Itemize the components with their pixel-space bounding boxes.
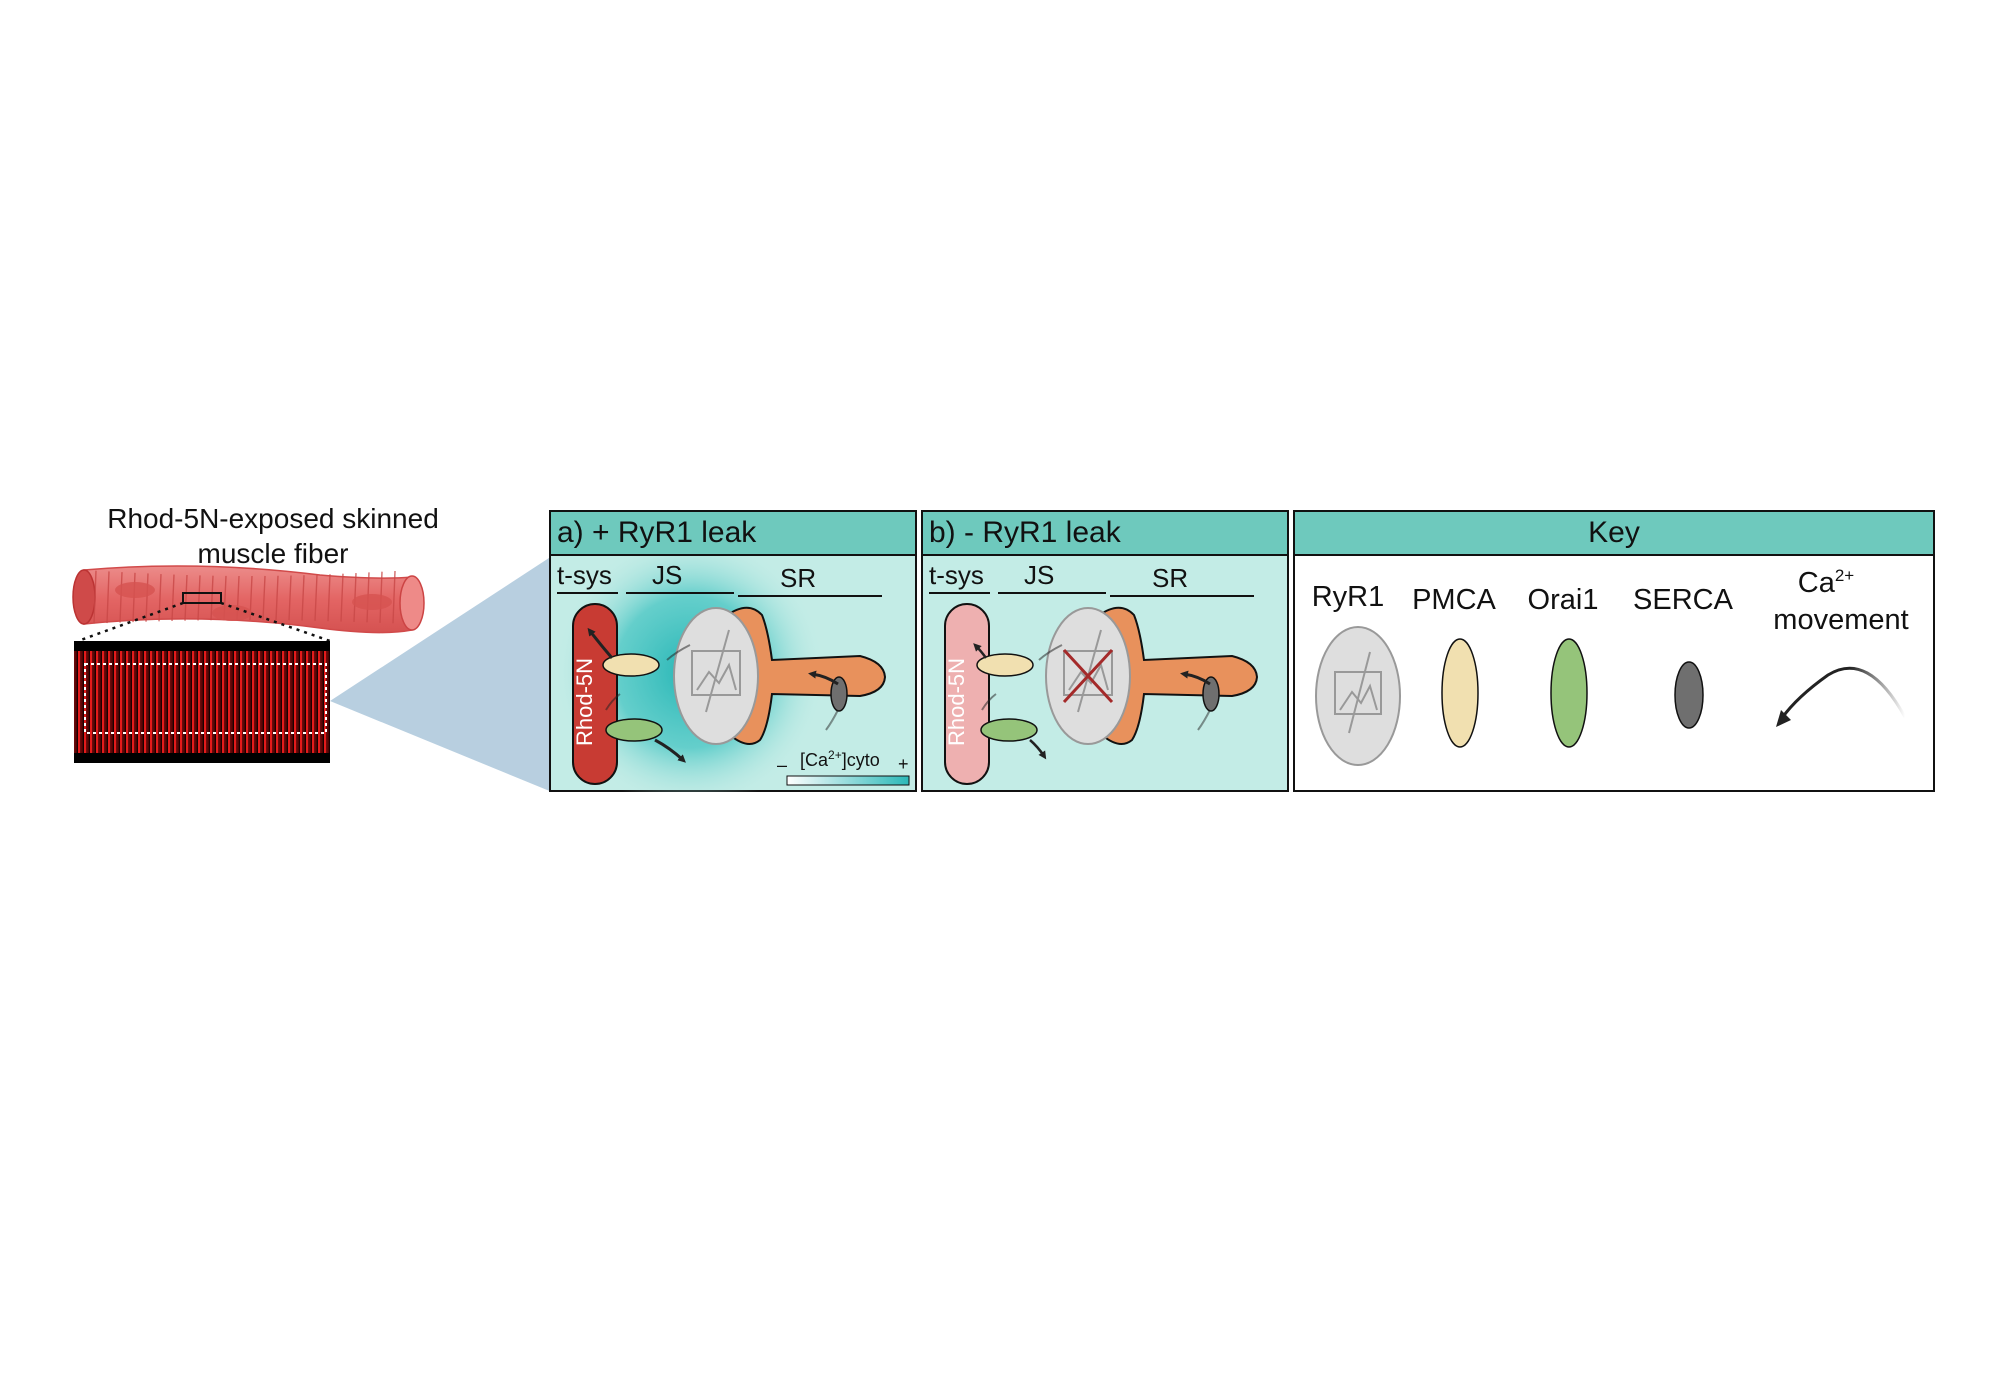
panel-b-pmca [976, 653, 1034, 677]
key-ryr1-icon [1315, 626, 1401, 766]
fiber-group: Rhod-5N-exposed skinned muscle fiber [72, 503, 552, 792]
panel-b-orai1 [980, 718, 1038, 742]
panel-b-sr-shape [1096, 606, 1259, 745]
key-ca-label: Ca [1798, 567, 1836, 599]
panel-b-js-label: JS [1024, 560, 1054, 590]
muscle-fiber [72, 565, 425, 634]
scale-label-end: ]cyto [842, 750, 880, 770]
zoom-box [182, 592, 222, 604]
fiber-striation [327, 574, 331, 622]
panel-a-pmca-arrow [587, 627, 614, 659]
panel-b: b) - RyR1 leak t-sys JS SR Rhod-5N [921, 510, 1289, 792]
panel-b-serca-arrow [1180, 670, 1211, 686]
panel-a-pmca [602, 653, 660, 677]
scale-minus: – [777, 755, 787, 775]
key-movement-label: movement [1773, 604, 1908, 636]
panel-b-pmca-arrow [973, 643, 988, 659]
key-title: Key [1588, 516, 1640, 549]
fiber-striation [314, 574, 318, 621]
panel-a: a) + RyR1 leak t-sys JS SR Rhod-5N [549, 510, 917, 792]
microscopy-image [74, 641, 330, 763]
panel-b-serca [1202, 676, 1220, 712]
key-pmca-icon [1441, 638, 1479, 748]
panel-a-sr-shape [724, 606, 887, 745]
panel-b-rhod-label: Rhod-5N [944, 658, 969, 746]
panel-b-sr-label: SR [1152, 563, 1188, 593]
panel-b-ryr1 [1045, 607, 1131, 745]
fiber-striation [145, 573, 149, 622]
scale-plus: + [898, 754, 909, 774]
panel-a-title: a) + RyR1 leak [557, 516, 757, 549]
key-ca-movement-arrow [1780, 666, 1907, 719]
fiber-striation [106, 571, 110, 624]
fiber-striation [210, 575, 214, 621]
key-pmca-label: PMCA [1412, 584, 1496, 616]
fiber-striation [275, 575, 279, 621]
key-serca-icon [1674, 661, 1704, 729]
calcium-scale: – [Ca2+]cyto + [777, 748, 910, 786]
fiber-striation [119, 572, 123, 623]
key-ryr1-label: RyR1 [1312, 581, 1385, 613]
fiber-striation [184, 574, 188, 621]
panel-a-js-label: JS [652, 560, 682, 590]
panel-a-tsys-label: t-sys [557, 560, 612, 590]
fiber-title-line1: Rhod-5N-exposed skinned [107, 503, 439, 534]
fiber-striation [301, 575, 305, 621]
key-panel: Key RyR1 PMCA Orai1 SERCA Ca2+ movement [1293, 510, 1935, 792]
fiber-title-line2: muscle fiber [198, 538, 349, 569]
panel-a-rhod-label: Rhod-5N [572, 658, 597, 746]
panel-a-ryr1 [673, 607, 759, 745]
fiber-striation [353, 573, 357, 622]
ryr1-blocked-cross-2 [1062, 648, 1114, 704]
scale-gradient-bar [786, 775, 910, 786]
svg-text:Ca2+: Ca2+ [1798, 566, 1855, 599]
key-serca-label: SERCA [1633, 584, 1734, 616]
fiber-striation [158, 574, 162, 622]
zoom-fan [330, 556, 552, 792]
panel-b-title: b) - RyR1 leak [929, 516, 1122, 549]
scale-sup: 2+ [828, 748, 842, 762]
panel-a-orai1-arrow [654, 738, 686, 763]
fiber-striation [392, 570, 396, 624]
fiber-striation [340, 573, 344, 622]
panel-b-orai1-arrow [1029, 739, 1047, 760]
scale-label: [Ca [800, 750, 829, 770]
panel-a-serca-arrow [808, 670, 839, 686]
fiber-striation [262, 575, 266, 621]
fiber-striation [93, 570, 97, 624]
panel-b-tsys-label: t-sys [929, 560, 984, 590]
panel-a-serca [830, 676, 848, 712]
panel-a-orai1 [605, 718, 663, 742]
fiber-striation [197, 575, 201, 621]
fiber-striation [171, 574, 175, 621]
svg-text:[Ca2+]cyto: [Ca2+]cyto [800, 748, 880, 770]
fiber-striation [288, 575, 292, 621]
key-ca-sup: 2+ [1835, 566, 1854, 585]
key-orai1-label: Orai1 [1528, 584, 1599, 616]
panel-a-sr-label: SR [780, 563, 816, 593]
key-orai1-icon [1550, 638, 1588, 748]
